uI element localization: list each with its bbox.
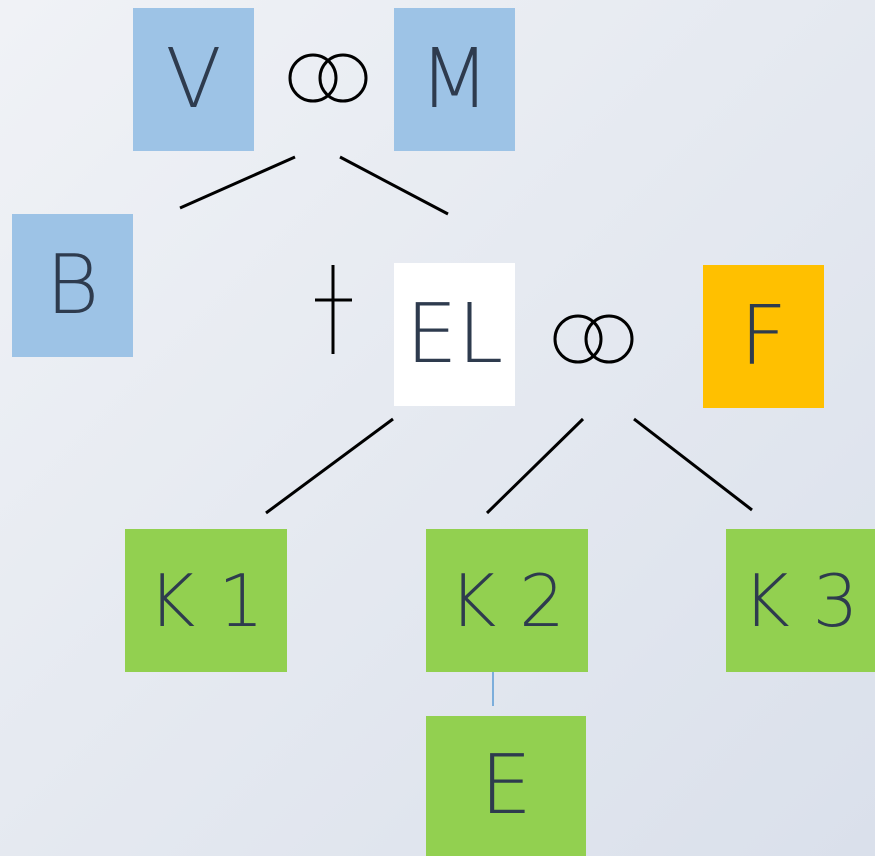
- node-m: M: [394, 8, 515, 151]
- edge-el-to-k2: [485, 417, 585, 515]
- dagger-symbol: [315, 265, 352, 354]
- node-e: E: [426, 716, 586, 856]
- node-k2-label: K 2: [449, 558, 565, 643]
- node-b-label: B: [45, 237, 100, 333]
- node-el: EL: [394, 263, 515, 406]
- node-e-label: E: [480, 738, 532, 833]
- node-f: F: [703, 265, 824, 408]
- tensor-symbol-top: [288, 53, 368, 103]
- node-v: V: [133, 8, 254, 151]
- node-k3: K 3: [726, 529, 875, 672]
- edge-el-to-k3: [633, 417, 753, 512]
- node-el-label: EL: [405, 286, 504, 382]
- node-k3-label: K 3: [742, 558, 859, 643]
- edge-top-to-subtree: [339, 155, 449, 216]
- node-k2: K 2: [426, 529, 588, 672]
- node-k1: K 1: [125, 529, 287, 672]
- node-b: B: [12, 214, 133, 357]
- edge-top-to-b: [179, 155, 296, 210]
- tensor-symbol-right: [553, 314, 634, 364]
- edge-el-to-k1: [265, 417, 394, 515]
- node-k1-label: K 1: [148, 558, 264, 643]
- node-m-label: M: [419, 31, 490, 127]
- node-f-label: F: [739, 288, 788, 384]
- node-v-label: V: [165, 31, 222, 127]
